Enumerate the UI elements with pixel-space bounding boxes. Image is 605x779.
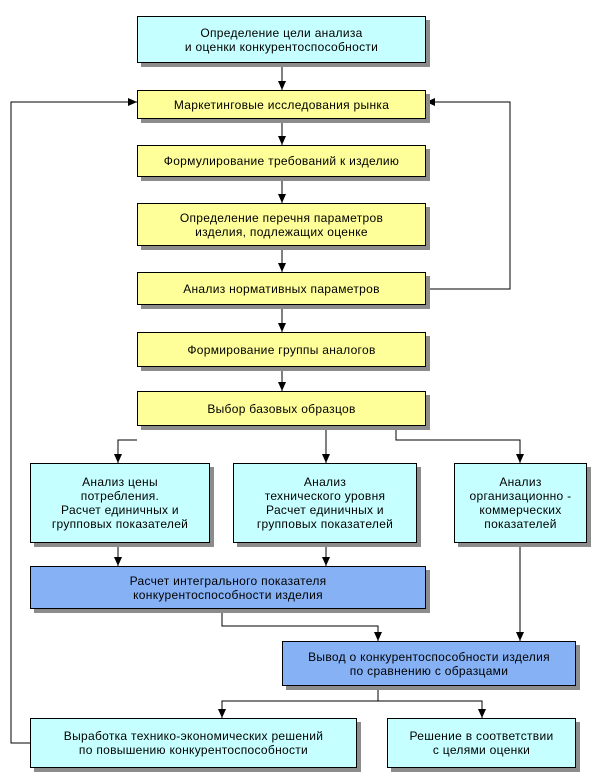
arrow-base-to-price [114,439,137,463]
parameters-node: Определение перечня параметров изделия, … [137,203,426,246]
analog-group-node: Формирование группы аналогов [137,332,426,367]
normative-node: Анализ нормативных параметров [137,272,426,305]
org-analysis-node: Анализ организационно - коммерческих пок… [454,463,587,543]
decisions-node: Выработка технико-экономических решений … [30,718,357,768]
base-samples-node: Выбор базовых образцов [137,391,426,426]
marketing-node: Маркетинговые исследования рынка [137,90,426,119]
tech-analysis-node: Анализ технического уровня Расчет единич… [233,463,417,543]
goal-node: Определение цели анализа и оценки конкур… [137,16,426,63]
arrow-normative-feedback [425,98,511,290]
conclusion-node: Вывод о конкурентоспособности изделия по… [282,641,576,686]
price-analysis-node: Анализ цены потребления. Расчет единичны… [30,463,210,543]
arrow-conclusion-to-decisions [218,686,379,718]
goal-decision-node: Решение в соответствии с целями оценки [387,718,576,768]
requirements-node: Формулирование требований к изделию [137,145,426,177]
arrow-base-to-org [395,426,524,463]
arrow-decisions-feedback [10,98,137,744]
arrow-conclusion-to-goal-decision [378,700,486,718]
integral-node: Расчет интегрального показателя конкурен… [30,566,426,609]
arrow-integral-to-conclusion [221,609,382,641]
